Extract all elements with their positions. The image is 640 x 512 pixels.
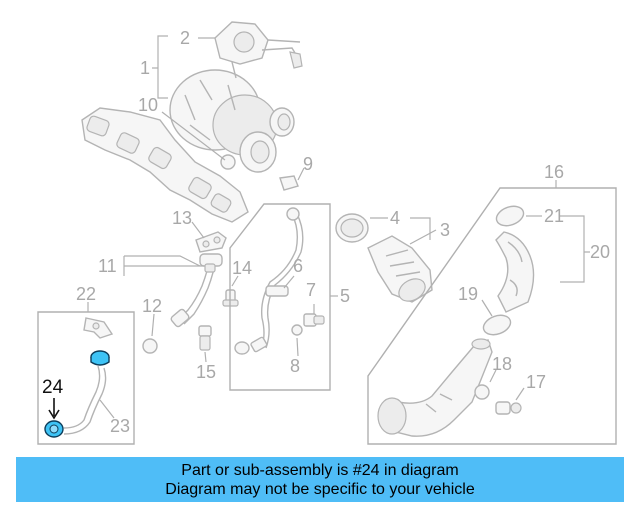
callout-19: 19 — [458, 284, 478, 304]
part-5-oil-feed-line — [234, 207, 304, 355]
callout-4: 4 — [390, 208, 400, 228]
callout-18: 18 — [492, 354, 512, 374]
part-22-bracket — [83, 317, 114, 339]
banner-line-2: Diagram may not be specific to your vehi… — [165, 480, 475, 498]
callout-11: 11 — [98, 256, 117, 276]
callout-15: 15 — [196, 362, 216, 382]
group-22-box — [37, 311, 135, 445]
callout-13: 13 — [172, 208, 192, 228]
callout-6: 6 — [293, 256, 303, 276]
callout-17: 17 — [526, 372, 546, 392]
part-clip-highlight — [90, 350, 110, 366]
part-18-grommet — [474, 369, 497, 400]
part-9-fitting — [279, 167, 305, 191]
info-banner: Part or sub-assembly is #24 in diagram D… — [16, 457, 624, 502]
part-23-hose — [63, 365, 115, 435]
part-3-intake-pipe — [367, 235, 433, 303]
part-charge-pipe — [377, 338, 493, 437]
banner-line-1: Part or sub-assembly is #24 in diagram — [181, 461, 459, 479]
callout-12: 12 — [142, 296, 162, 316]
part-20-hose — [495, 231, 535, 313]
part-17-sensor — [495, 387, 525, 415]
part-6-clip — [265, 275, 295, 297]
callout-24: 24 — [42, 377, 64, 398]
part-11-oil-line — [170, 253, 223, 328]
part-4-gasket — [335, 213, 369, 243]
part-19-clamp — [481, 299, 512, 336]
group-5-box — [229, 203, 331, 391]
part-13-bracket — [191, 221, 227, 253]
part-21-clamp — [495, 205, 542, 227]
part-8-washer — [291, 324, 303, 357]
parts-diagram: 1 2 10 9 13 11 12 14 15 — [37, 21, 617, 445]
callout-23: 23 — [110, 416, 130, 436]
callout-3: 3 — [440, 220, 450, 240]
callout-5: 5 — [340, 286, 350, 306]
callout-14: 14 — [232, 258, 252, 278]
callout-21: 21 — [544, 206, 564, 226]
turbocharger-assembly — [81, 21, 303, 223]
callout-1: 1 — [140, 58, 150, 78]
callout-22: 22 — [76, 284, 96, 304]
callout-9: 9 — [303, 154, 313, 174]
callout-2: 2 — [180, 28, 190, 48]
callout-20: 20 — [590, 242, 610, 262]
callout-16: 16 — [544, 162, 564, 182]
group-16-box — [367, 187, 617, 445]
part-7-banjo-bolt — [303, 304, 325, 327]
callout-7: 7 — [306, 280, 316, 300]
callout-10: 10 — [138, 95, 158, 115]
callout-8: 8 — [290, 356, 300, 376]
part-24-highlighted[interactable] — [44, 398, 64, 438]
part-15-fitting — [198, 325, 212, 363]
